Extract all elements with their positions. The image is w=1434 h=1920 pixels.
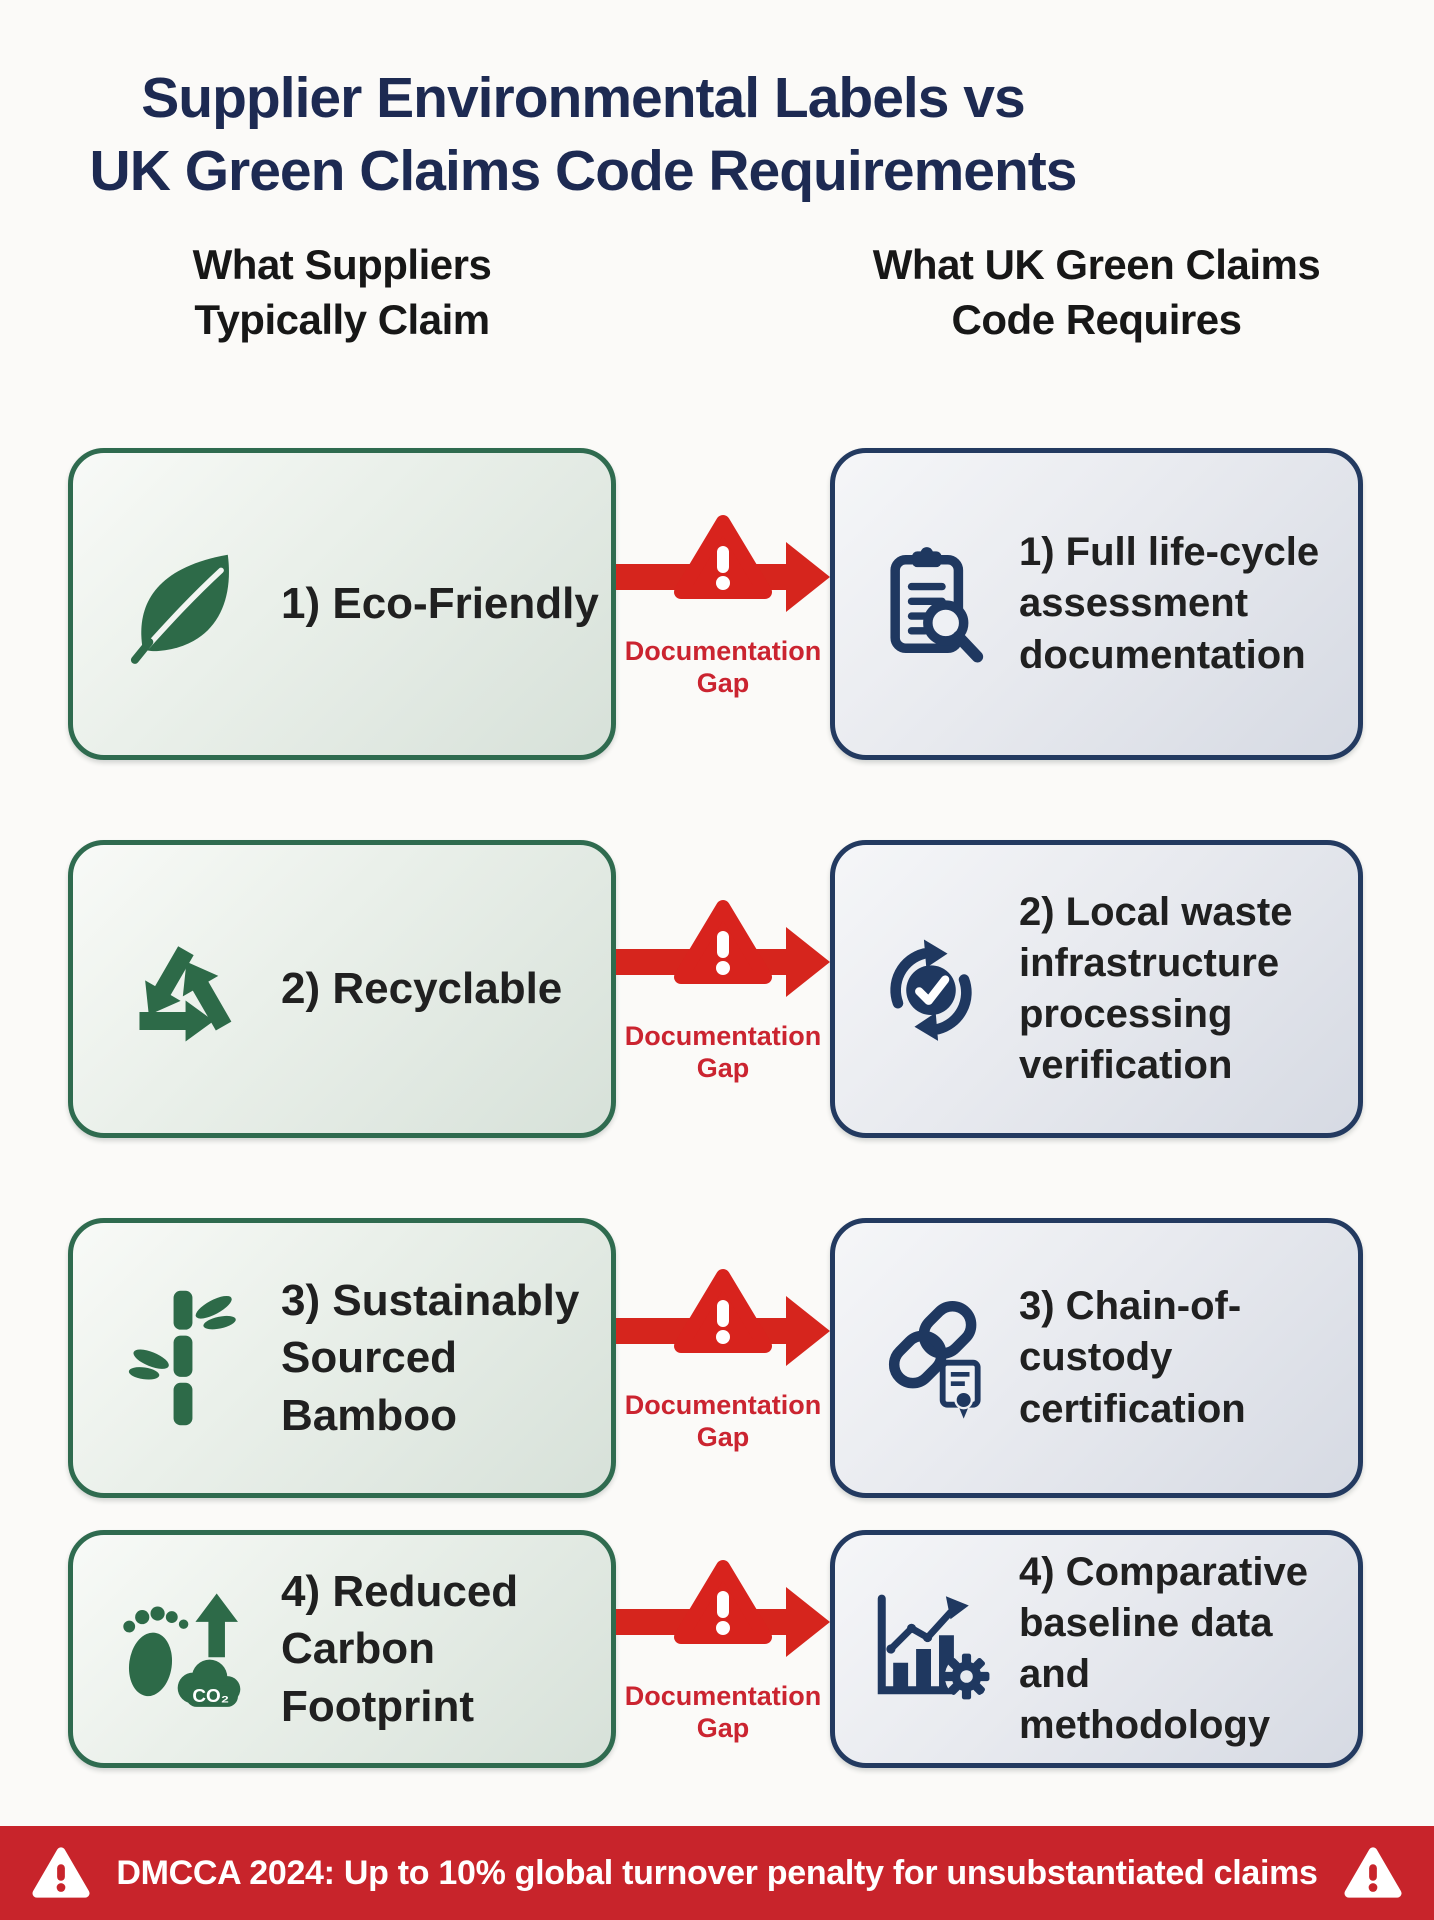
title-line-2: UK Green Claims Code Requirements bbox=[89, 138, 1078, 203]
warning-arrow-icon bbox=[616, 508, 830, 632]
gap-label: Documentation Gap bbox=[624, 1021, 822, 1083]
carbon-footprint-icon: CO₂ bbox=[113, 1584, 253, 1714]
waste-verification-icon bbox=[867, 930, 995, 1048]
gap-label: Documentation Gap bbox=[624, 1681, 822, 1743]
gap-label: Documentation Gap bbox=[624, 1390, 822, 1452]
co2-label: CO₂ bbox=[192, 1686, 229, 1707]
gap-label: Documentation Gap bbox=[624, 636, 822, 698]
code-requirement-text: 4) Comparative baseline data and methodo… bbox=[1019, 1549, 1308, 1748]
documentation-gap-connector-2: Documentation Gap bbox=[616, 840, 830, 1138]
column-header-code: What UK Green Claims Code Requires bbox=[872, 241, 1321, 343]
bamboo-icon bbox=[113, 1283, 253, 1433]
documentation-gap-connector-3: Documentation Gap bbox=[616, 1218, 830, 1498]
supplier-claim-text: 4) Reduced Carbon Footprint bbox=[281, 1567, 519, 1731]
documentation-gap-connector-4: Documentation Gap bbox=[616, 1530, 830, 1768]
lifecycle-audit-icon bbox=[867, 545, 995, 663]
warning-triangle-icon bbox=[32, 1845, 90, 1901]
code-requirement-box-2: 2) Local waste infrastructure processing… bbox=[830, 840, 1363, 1138]
column-header-suppliers: What Suppliers Typically Claim bbox=[192, 241, 492, 343]
code-requirement-text: 3) Chain-of- custody certification bbox=[1019, 1284, 1246, 1431]
comparison-row-2: 2) Recyclable Documentation Gap bbox=[0, 840, 1434, 1138]
supplier-claim-box-1: 1) Eco-Friendly bbox=[68, 448, 616, 760]
baseline-data-icon bbox=[867, 1589, 995, 1709]
penalty-banner-text: DMCCA 2024: Up to 10% global turnover pe… bbox=[116, 1853, 1318, 1892]
recycle-icon bbox=[113, 925, 253, 1053]
leaf-icon bbox=[113, 541, 253, 667]
page-title: Supplier Environmental Labels vs UK Gree… bbox=[0, 62, 1166, 208]
code-requirement-text: 1) Full life-cycle assessment documentat… bbox=[1019, 530, 1320, 677]
code-requirement-text: 2) Local waste infrastructure processing… bbox=[1019, 889, 1293, 1088]
documentation-gap-connector-1: Documentation Gap bbox=[616, 448, 830, 760]
comparison-row-4: CO₂ 4) Reduced Carbon Footprint Document… bbox=[0, 1530, 1434, 1768]
supplier-claim-box-2: 2) Recyclable bbox=[68, 840, 616, 1138]
warning-arrow-icon bbox=[616, 1553, 830, 1677]
title-line-1: Supplier Environmental Labels vs bbox=[141, 66, 1025, 130]
comparison-row-1: 1) Eco-Friendly Documentation Gap bbox=[0, 448, 1434, 760]
code-requirement-box-4: 4) Comparative baseline data and methodo… bbox=[830, 1530, 1363, 1768]
code-requirement-box-1: 1) Full life-cycle assessment documentat… bbox=[830, 448, 1363, 760]
warning-arrow-icon bbox=[616, 1262, 830, 1386]
supplier-claim-box-3: 3) Sustainably Sourced Bamboo bbox=[68, 1218, 616, 1498]
supplier-claim-text: 3) Sustainably Sourced Bamboo bbox=[281, 1276, 580, 1440]
supplier-claim-text: 2) Recyclable bbox=[281, 964, 563, 1014]
comparison-row-3: 3) Sustainably Sourced Bamboo Documentat… bbox=[0, 1218, 1434, 1498]
supplier-claim-text: 1) Eco-Friendly bbox=[281, 579, 599, 629]
warning-arrow-icon bbox=[616, 893, 830, 1017]
supplier-claim-box-4: CO₂ 4) Reduced Carbon Footprint bbox=[68, 1530, 616, 1768]
chain-custody-icon bbox=[867, 1295, 995, 1421]
penalty-banner: DMCCA 2024: Up to 10% global turnover pe… bbox=[0, 1826, 1434, 1920]
warning-triangle-icon bbox=[1344, 1845, 1402, 1901]
code-requirement-box-3: 3) Chain-of- custody certification bbox=[830, 1218, 1363, 1498]
